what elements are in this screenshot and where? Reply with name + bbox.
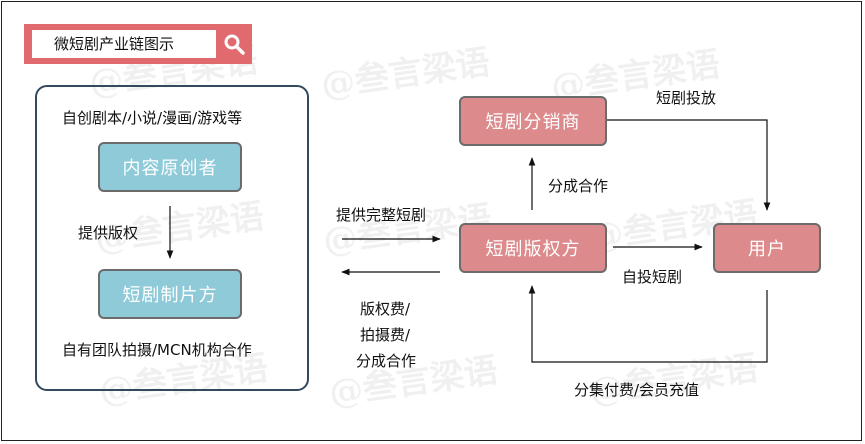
creator-panel	[35, 85, 309, 391]
search-input[interactable]: 微短剧产业链图示	[32, 30, 216, 58]
split-cooperation-label: 分成合作	[548, 177, 609, 195]
payment-label: 分集付费/会员充值	[574, 381, 700, 399]
fees-label-line1: 版权费/	[360, 300, 411, 318]
provide-copyright-label: 提供版权	[78, 224, 139, 242]
fees-label-line3: 分成合作	[356, 352, 417, 370]
content-creator-node: 内容原创者	[98, 142, 242, 192]
placement-label: 短剧投放	[656, 89, 717, 107]
source-material-label: 自创剧本/小说/漫画/游戏等	[62, 109, 243, 127]
production-method-label: 自有团队拍摄/MCN机构合作	[62, 341, 252, 359]
search-icon[interactable]	[222, 32, 246, 56]
producer-node: 短剧制片方	[98, 269, 242, 319]
search-bar: 微短剧产业链图示	[24, 24, 252, 64]
distributor-node: 短剧分销商	[459, 96, 607, 146]
fees-label-line2: 拍摄费/	[360, 326, 411, 344]
rights-holder-node: 短剧版权方	[459, 223, 607, 273]
self-placement-label: 自投短剧	[622, 268, 683, 286]
payment-arrow	[528, 285, 768, 363]
placement-arrow	[607, 119, 771, 211]
provide-full-drama-label: 提供完整短剧	[336, 206, 427, 224]
user-node: 用户	[713, 223, 821, 273]
